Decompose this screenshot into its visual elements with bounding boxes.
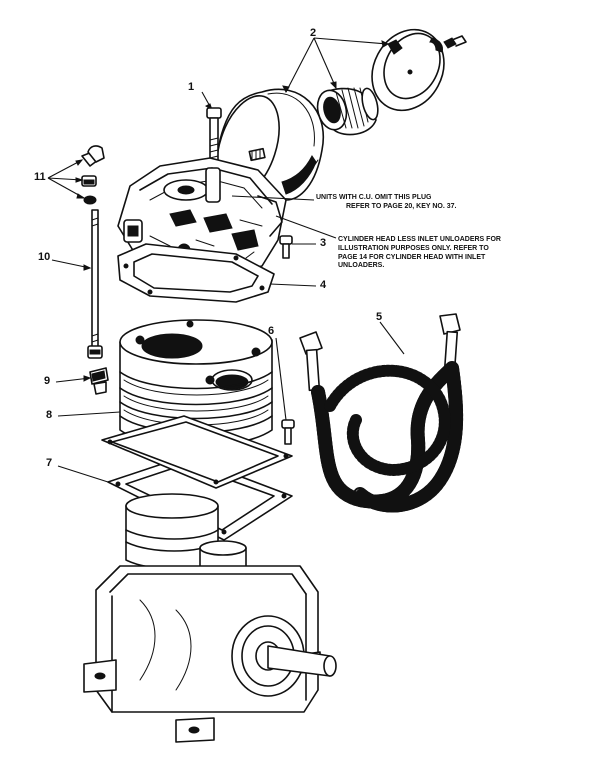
connector-fitting [55,367,109,395]
callout-10: 10 [38,251,51,263]
cylinder-barrel [57,319,273,448]
callout-2: 2 [310,27,317,39]
barrel-flange [101,415,293,489]
head-note-line-3: PAGE 14 FOR CYLINDER HEAD WITH INLET [338,253,486,261]
callout-8: 8 [46,409,53,421]
head-cap-screw [201,91,222,167]
callout-4: 4 [320,279,327,291]
plug-note-line-1: UNITS WITH C.U. OMIT THIS PLUG [316,194,432,201]
cylinder-head-note: CYLINDER HEAD LESS INLET UNLOADERS FOR I… [338,236,501,271]
plug-note-line-2: REFER TO PAGE 20, KEY NO. 37. [346,202,457,210]
wing-nut [443,35,467,49]
callout-3: 3 [320,237,327,249]
head-note-line-4: UNLOADERS. [338,262,385,270]
callout-9: 9 [44,375,51,387]
callout-11: 11 [34,171,46,183]
head-note-line-2: ILLUSTRATION PURPOSES ONLY. REFER TO [338,244,489,252]
callout-5: 5 [376,311,383,323]
filter-cover [371,28,445,112]
flexible-discharge-hose [299,313,464,513]
callout-7: 7 [46,457,53,469]
head-gasket [117,243,317,303]
filter-element [316,87,379,136]
elbow-fittings [47,145,105,205]
head-screw-small [279,235,316,259]
plug-note: UNITS WITH C.U. OMIT THIS PLUG REFER TO … [316,194,456,212]
barrel-screw [275,337,295,445]
tie-stud [51,209,103,359]
callout-6: 6 [268,325,275,337]
head-note-line-1: CYLINDER HEAD LESS INLET UNLOADERS FOR [338,236,501,243]
callout-1: 1 [188,81,195,93]
crankcase [83,493,337,743]
